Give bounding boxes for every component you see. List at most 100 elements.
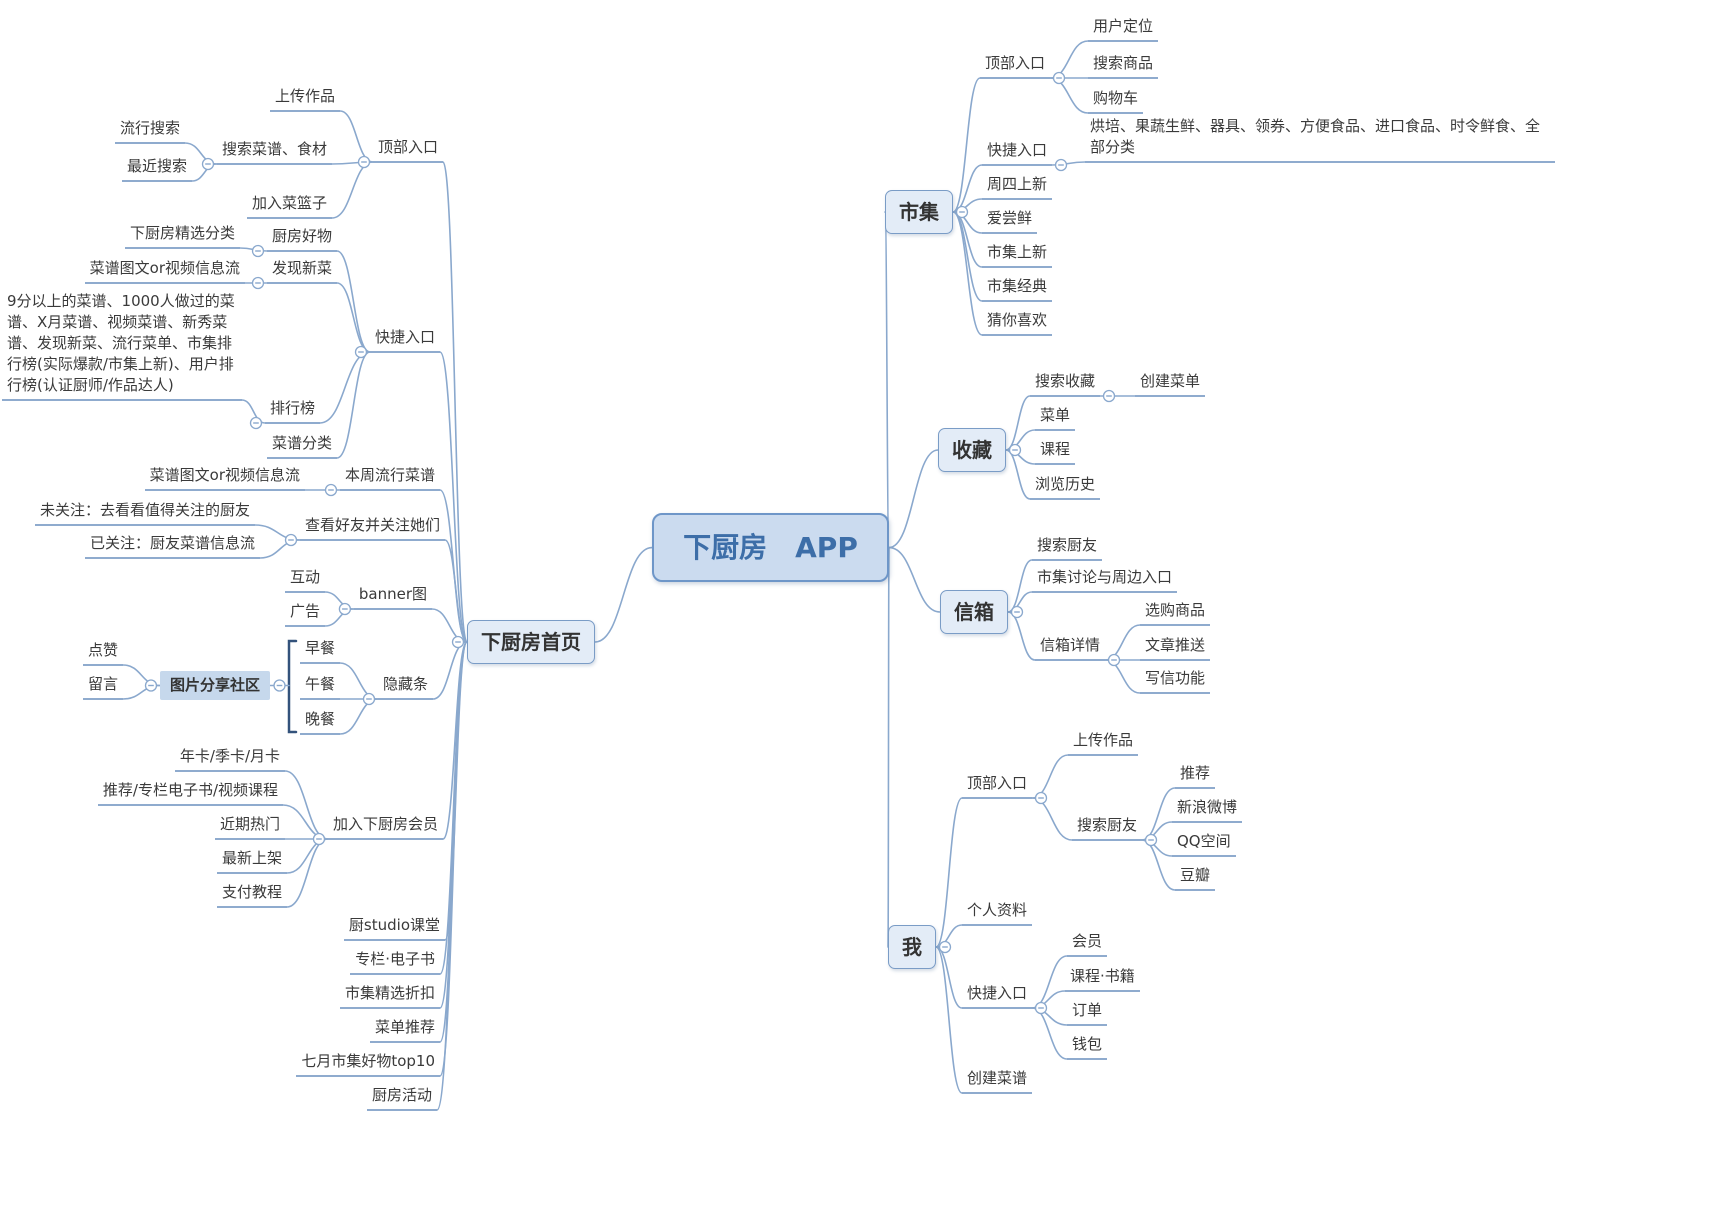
node-xx-buy[interactable]: 选购商品 [1140,599,1211,626]
node-h-pay[interactable]: 支付教程 [216,881,287,908]
node-h-follow[interactable]: 已关注：厨友菜谱信息流 [84,532,260,559]
node-xx-article[interactable]: 文章推送 [1140,634,1211,661]
node-h-friends[interactable]: 查看好友并关注她们 [299,514,445,541]
node-h-latest[interactable]: 最新上架 [216,847,287,874]
node-shiji-top[interactable]: 顶部入口 [980,52,1051,79]
node-h-hidden[interactable]: 隐藏条 [377,673,433,700]
node-h-new[interactable]: 发现新菜 [266,257,337,284]
node-wo-qq[interactable]: QQ空间 [1172,830,1236,857]
node-h-member[interactable]: 加入下厨房会员 [327,813,443,840]
node-wo-course[interactable]: 课程·书籍 [1065,965,1140,992]
node-h-card[interactable]: 年卡/季卡/月卡 [174,745,285,772]
node-h-goods[interactable]: 厨房好物 [266,225,337,252]
node-h-rec-col[interactable]: 推荐/专栏电子书/视频课程 [97,779,283,806]
node-shiji-classic[interactable]: 市集经典 [982,275,1053,302]
collapse-icon[interactable] [201,157,215,171]
node-wo[interactable]: 我 [888,925,936,969]
node-sc-menu[interactable]: 菜单 [1035,404,1076,431]
node-home[interactable]: 下厨房首页 [467,620,595,664]
node-h-goods-cat[interactable]: 下厨房精选分类 [124,222,240,249]
node-h-studio[interactable]: 厨studio课堂 [343,914,445,941]
node-h-comment[interactable]: 留言 [82,673,123,700]
node-h-pop[interactable]: 流行搜索 [114,117,185,144]
node-h-week-feed[interactable]: 菜谱图文or视频信息流 [144,464,305,491]
node-wo-rec[interactable]: 推荐 [1175,762,1216,789]
node-shiji-fresh[interactable]: 爱尝鲜 [982,207,1038,234]
node-h-quick[interactable]: 快捷入口 [369,326,440,353]
node-h-community[interactable]: 图片分享社区 [159,671,270,700]
node-center[interactable]: 下厨房 APP [652,513,889,583]
node-wo-member[interactable]: 会员 [1067,930,1108,957]
node-h-menurec[interactable]: 菜单推荐 [369,1016,440,1043]
collapse-icon[interactable] [251,276,265,290]
node-h-activity[interactable]: 厨房活动 [366,1084,437,1111]
node-shiji-quick[interactable]: 快捷入口 [982,139,1053,166]
node-wo-top[interactable]: 顶部入口 [962,772,1033,799]
node-shiji-thu[interactable]: 周四上新 [982,173,1053,200]
node-sc-course[interactable]: 课程 [1035,438,1076,465]
node-shiji-new[interactable]: 市集上新 [982,241,1053,268]
collapse-icon[interactable] [273,679,286,692]
node-shiji-top-2[interactable]: 搜索商品 [1088,52,1159,79]
node-shiji-top-1[interactable]: 用户定位 [1088,15,1159,42]
node-h-lunch[interactable]: 午餐 [299,673,340,700]
node-h-basket[interactable]: 加入菜篮子 [246,192,332,219]
node-h-new-feed[interactable]: 菜谱图文or视频信息流 [84,257,245,284]
node-h-unfollow[interactable]: 未关注：去看看值得关注的厨友 [34,499,255,526]
collapse-icon[interactable] [144,679,158,692]
node-wo-create[interactable]: 创建菜谱 [962,1067,1033,1094]
node-wo-weibo[interactable]: 新浪微博 [1172,796,1243,823]
node-shiji[interactable]: 市集 [885,190,953,234]
node-h-week[interactable]: 本周流行菜谱 [339,464,440,491]
node-h-recent[interactable]: 最近搜索 [121,155,192,182]
collapse-icon[interactable] [284,533,298,547]
collapse-icon[interactable] [938,940,952,954]
node-h-top[interactable]: 顶部入口 [372,136,443,163]
collapse-icon[interactable] [1008,443,1022,457]
node-xx-search[interactable]: 搜索厨友 [1032,534,1103,561]
node-h-banner[interactable]: banner图 [353,583,432,610]
node-sc-create[interactable]: 创建菜单 [1135,370,1206,397]
node-shiji-top-3[interactable]: 购物车 [1088,87,1144,114]
node-h-breakfast[interactable]: 早餐 [299,637,340,664]
node-shiji-guess[interactable]: 猜你喜欢 [982,309,1053,336]
collapse-icon[interactable] [955,205,969,219]
node-h-top10[interactable]: 七月市集好物top10 [296,1050,440,1077]
node-xx-detail[interactable]: 信箱详情 [1035,634,1106,661]
node-h-hot[interactable]: 近期热门 [214,813,285,840]
collapse-icon[interactable] [1034,791,1048,805]
collapse-icon[interactable] [324,483,338,497]
node-wo-search[interactable]: 搜索厨友 [1072,814,1143,841]
collapse-icon[interactable] [249,416,263,430]
node-h-column[interactable]: 专栏·电子书 [350,948,440,975]
collapse-icon[interactable] [312,832,326,846]
collapse-icon[interactable] [451,635,465,649]
node-h-upload[interactable]: 上传作品 [269,85,340,112]
node-h-dinner[interactable]: 晚餐 [299,708,340,735]
collapse-icon[interactable] [1102,389,1116,403]
collapse-icon[interactable] [1034,1001,1048,1015]
node-wo-quick[interactable]: 快捷入口 [962,982,1033,1009]
node-sc-search[interactable]: 搜索收藏 [1030,370,1101,397]
node-wo-upload[interactable]: 上传作品 [1068,729,1139,756]
collapse-icon[interactable] [251,244,265,258]
node-h-ad[interactable]: 广告 [284,600,325,627]
node-h-rank[interactable]: 排行榜 [264,397,320,424]
node-wo-douban[interactable]: 豆瓣 [1175,864,1216,891]
node-sc-history[interactable]: 浏览历史 [1030,473,1101,500]
collapse-icon[interactable] [354,345,368,359]
collapse-icon[interactable] [1144,833,1158,847]
node-h-cat[interactable]: 菜谱分类 [266,432,337,459]
node-shiji-quick-items[interactable]: 烘培、果蔬生鲜、器具、领券、方便食品、进口食品、时令鲜食、全部分类 [1085,115,1555,163]
node-h-interact[interactable]: 互动 [284,566,325,593]
node-h-like[interactable]: 点赞 [82,639,123,666]
node-h-discount[interactable]: 市集精选折扣 [339,982,440,1009]
node-xinxiang[interactable]: 信箱 [940,590,1008,634]
node-xx-market[interactable]: 市集讨论与周边入口 [1032,566,1178,593]
collapse-icon[interactable] [1010,605,1024,619]
node-shoucang[interactable]: 收藏 [938,428,1006,472]
collapse-icon[interactable] [357,155,371,169]
collapse-icon[interactable] [1054,158,1068,172]
node-xx-write[interactable]: 写信功能 [1140,667,1211,694]
